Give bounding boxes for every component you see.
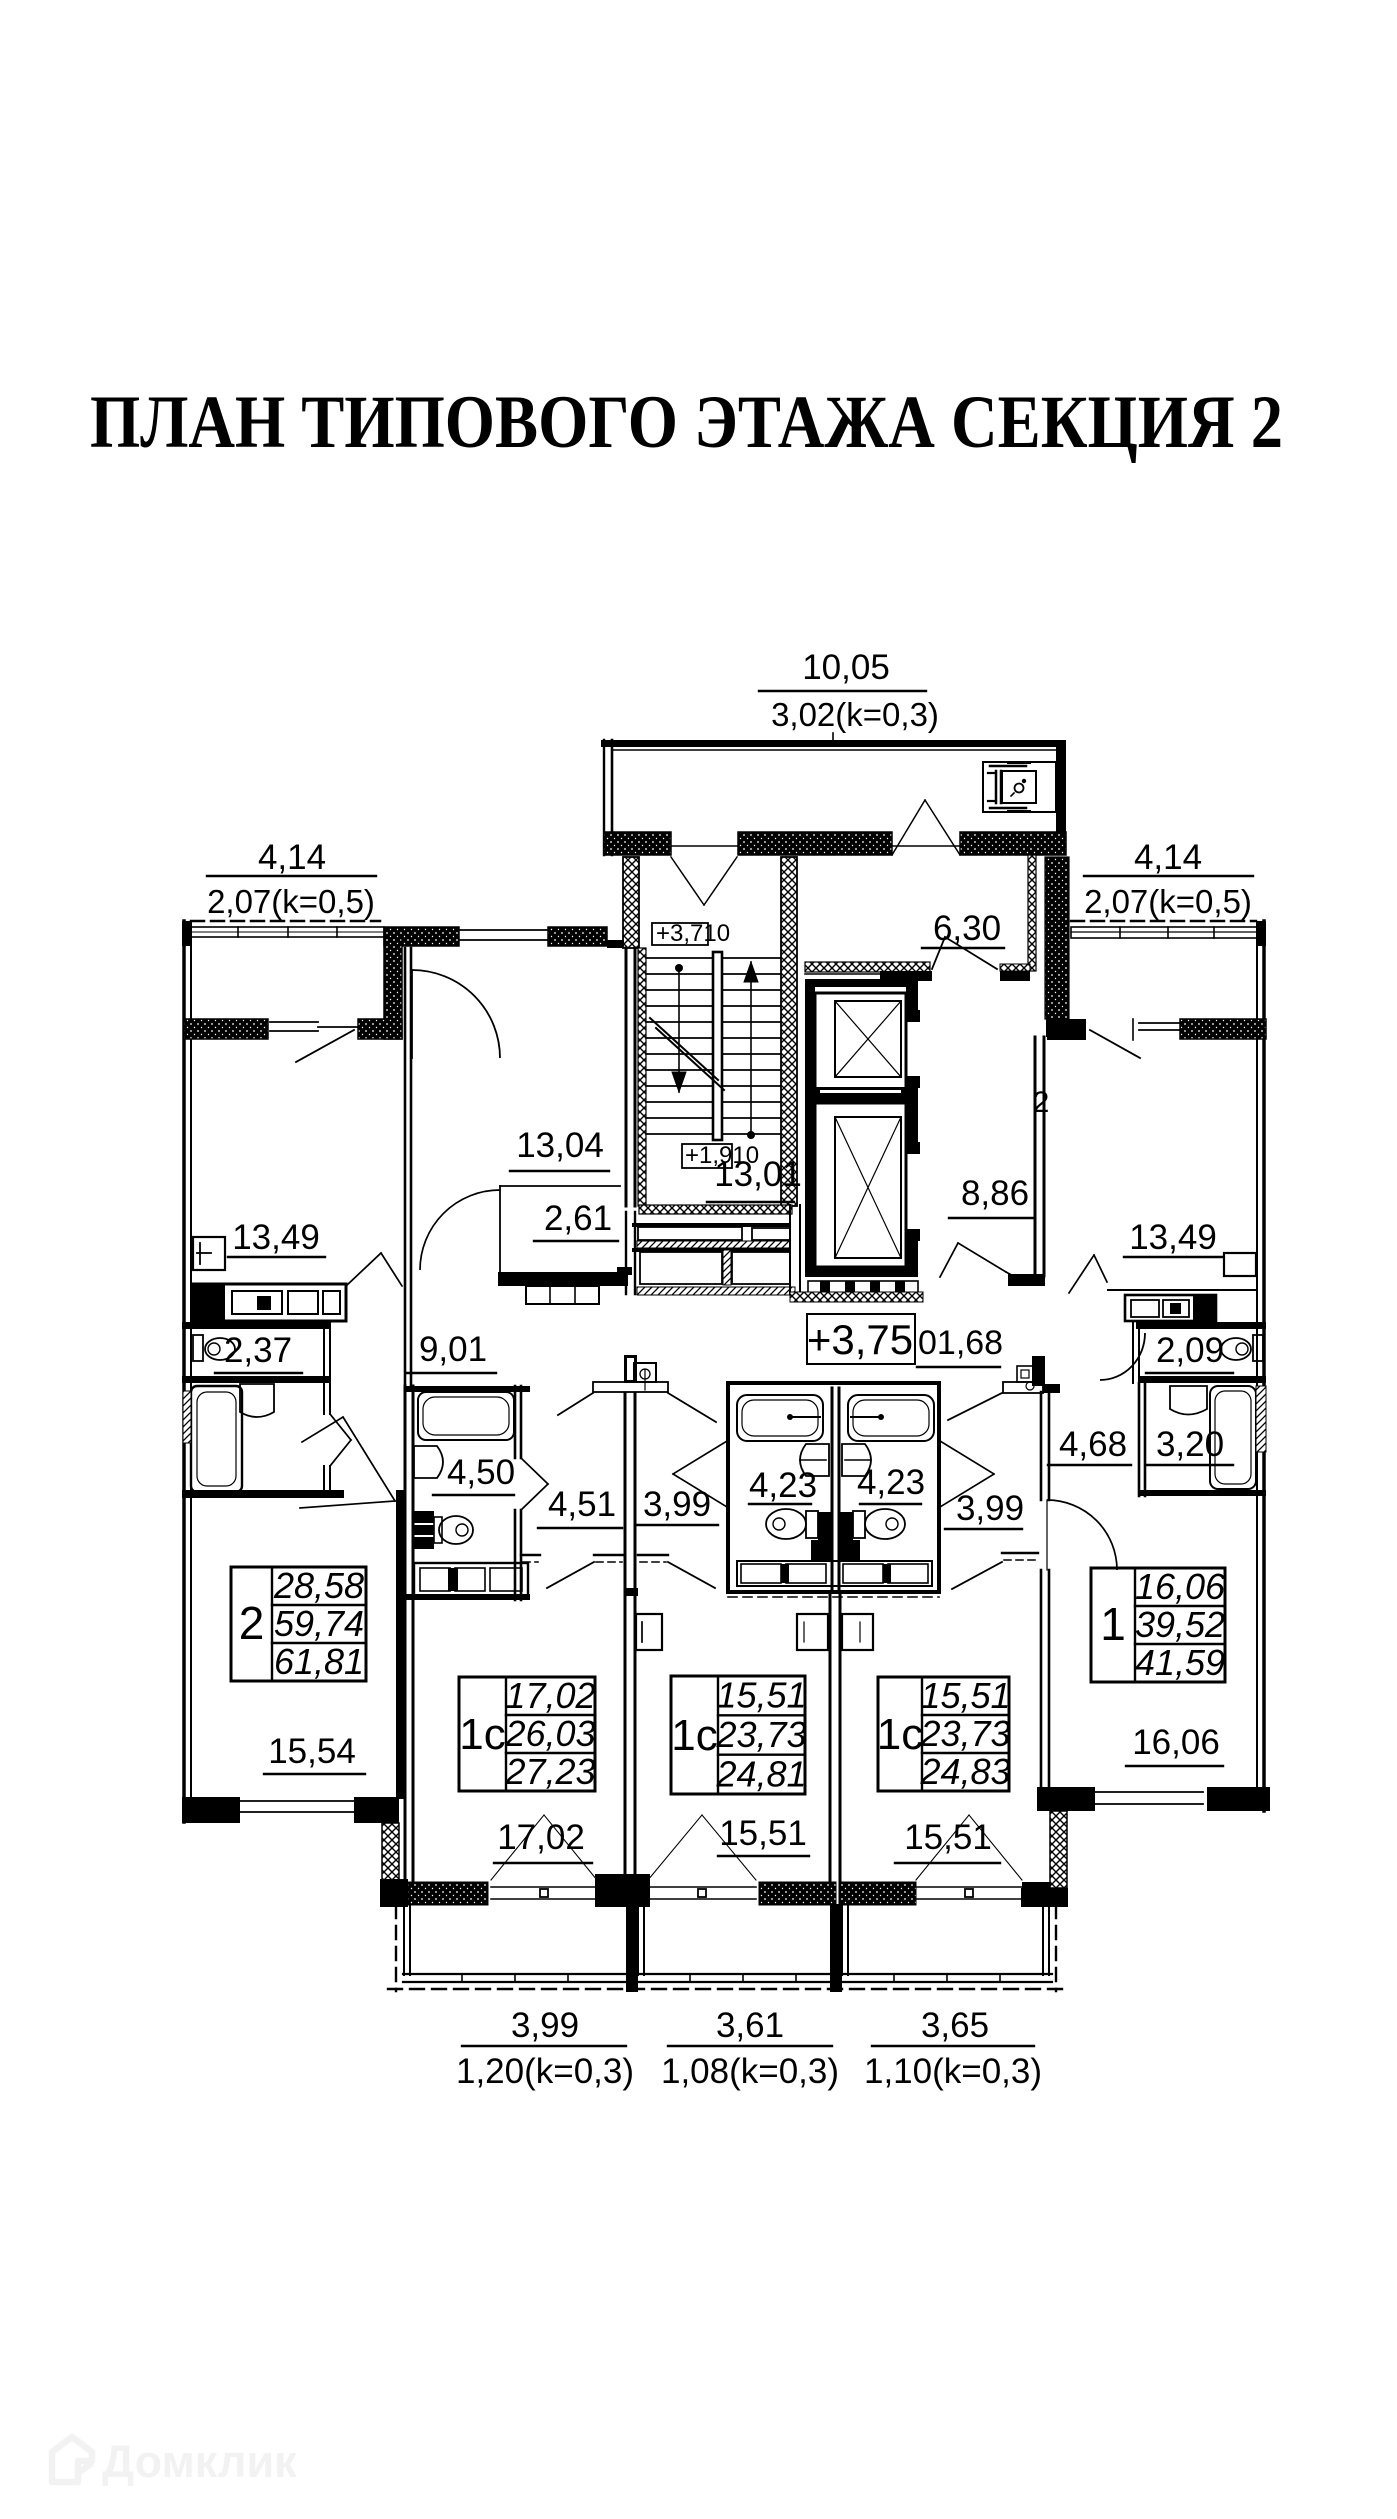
- svg-text:ПЛАН ТИПОВОГО ЭТАЖА СЕКЦИЯ 2: ПЛАН ТИПОВОГО ЭТАЖА СЕКЦИЯ 2: [90, 381, 1283, 464]
- svg-text:01,68: 01,68: [918, 1324, 1003, 1362]
- svg-text:Домклик: Домклик: [102, 2436, 297, 2487]
- svg-text:4,51: 4,51: [548, 1485, 616, 1524]
- svg-text:1,20(k=0,3): 1,20(k=0,3): [456, 2052, 634, 2091]
- svg-text:8,86: 8,86: [961, 1174, 1029, 1213]
- svg-text:3,65: 3,65: [921, 2006, 989, 2045]
- svg-text:4,23: 4,23: [749, 1466, 817, 1505]
- svg-text:1,08(k=0,3): 1,08(k=0,3): [661, 2052, 839, 2091]
- svg-text:9,01: 9,01: [419, 1330, 487, 1369]
- svg-text:16,06: 16,06: [1135, 1566, 1226, 1607]
- svg-text:61,81: 61,81: [274, 1641, 364, 1682]
- svg-text:27,23: 27,23: [504, 1751, 595, 1792]
- svg-text:4,23: 4,23: [857, 1463, 925, 1502]
- svg-text:3,20: 3,20: [1156, 1425, 1224, 1464]
- svg-text:1,10(k=0,3): 1,10(k=0,3): [864, 2052, 1042, 2091]
- svg-text:13,49: 13,49: [1129, 1218, 1217, 1257]
- svg-text:15,51: 15,51: [920, 1675, 1010, 1716]
- svg-text:3,61: 3,61: [716, 2006, 784, 2045]
- svg-text:15,54: 15,54: [268, 1732, 356, 1771]
- svg-text:+1,910: +1,910: [685, 1142, 759, 1169]
- svg-text:1с: 1с: [671, 1711, 717, 1760]
- svg-text:4,68: 4,68: [1059, 1425, 1127, 1464]
- svg-text:3,02(k=0,3): 3,02(k=0,3): [771, 696, 939, 733]
- svg-text:26,03: 26,03: [504, 1713, 595, 1754]
- svg-text:24,81: 24,81: [715, 1753, 806, 1794]
- svg-text:+3,75: +3,75: [807, 1316, 913, 1363]
- svg-text:17,02: 17,02: [497, 1818, 585, 1857]
- svg-text:15,51: 15,51: [716, 1675, 806, 1716]
- svg-text:3,99: 3,99: [511, 2006, 579, 2045]
- svg-text:2,61: 2,61: [544, 1199, 612, 1238]
- svg-text:2,37: 2,37: [224, 1331, 292, 1370]
- svg-text:3,99: 3,99: [643, 1485, 711, 1524]
- svg-text:1: 1: [1100, 1598, 1126, 1650]
- svg-text:3,99: 3,99: [956, 1489, 1024, 1528]
- svg-text:6,30: 6,30: [933, 909, 1001, 948]
- svg-text:2,07(k=0,5): 2,07(k=0,5): [207, 883, 375, 920]
- svg-text:4,14: 4,14: [258, 838, 326, 877]
- svg-text:10,05: 10,05: [802, 648, 890, 687]
- svg-text:41,59: 41,59: [1135, 1642, 1225, 1683]
- svg-text:15,51: 15,51: [719, 1814, 807, 1853]
- svg-text:2: 2: [239, 1597, 265, 1649]
- svg-text:15,51: 15,51: [904, 1818, 992, 1857]
- svg-text:13,49: 13,49: [232, 1218, 320, 1257]
- svg-text:2,07(k=0,5): 2,07(k=0,5): [1084, 883, 1252, 920]
- svg-text:24,83: 24,83: [919, 1751, 1010, 1792]
- svg-text:59,74: 59,74: [274, 1603, 364, 1644]
- svg-text:28,58: 28,58: [273, 1565, 364, 1606]
- svg-text:17,02: 17,02: [505, 1675, 595, 1716]
- svg-text:4,50: 4,50: [447, 1453, 515, 1492]
- svg-text:16,06: 16,06: [1132, 1723, 1220, 1762]
- svg-text:13,04: 13,04: [516, 1126, 604, 1165]
- svg-text:+3,710: +3,710: [656, 920, 730, 947]
- svg-text:1с: 1с: [459, 1710, 505, 1759]
- svg-text:2,09: 2,09: [1156, 1331, 1224, 1370]
- svg-text:2: 2: [1033, 1086, 1050, 1119]
- svg-text:23,73: 23,73: [919, 1713, 1010, 1754]
- svg-text:4,14: 4,14: [1134, 838, 1202, 877]
- svg-text:39,52: 39,52: [1135, 1604, 1225, 1645]
- svg-text:13,01: 13,01: [714, 1155, 802, 1194]
- svg-text:1с: 1с: [877, 1710, 923, 1759]
- svg-text:23,73: 23,73: [715, 1714, 806, 1755]
